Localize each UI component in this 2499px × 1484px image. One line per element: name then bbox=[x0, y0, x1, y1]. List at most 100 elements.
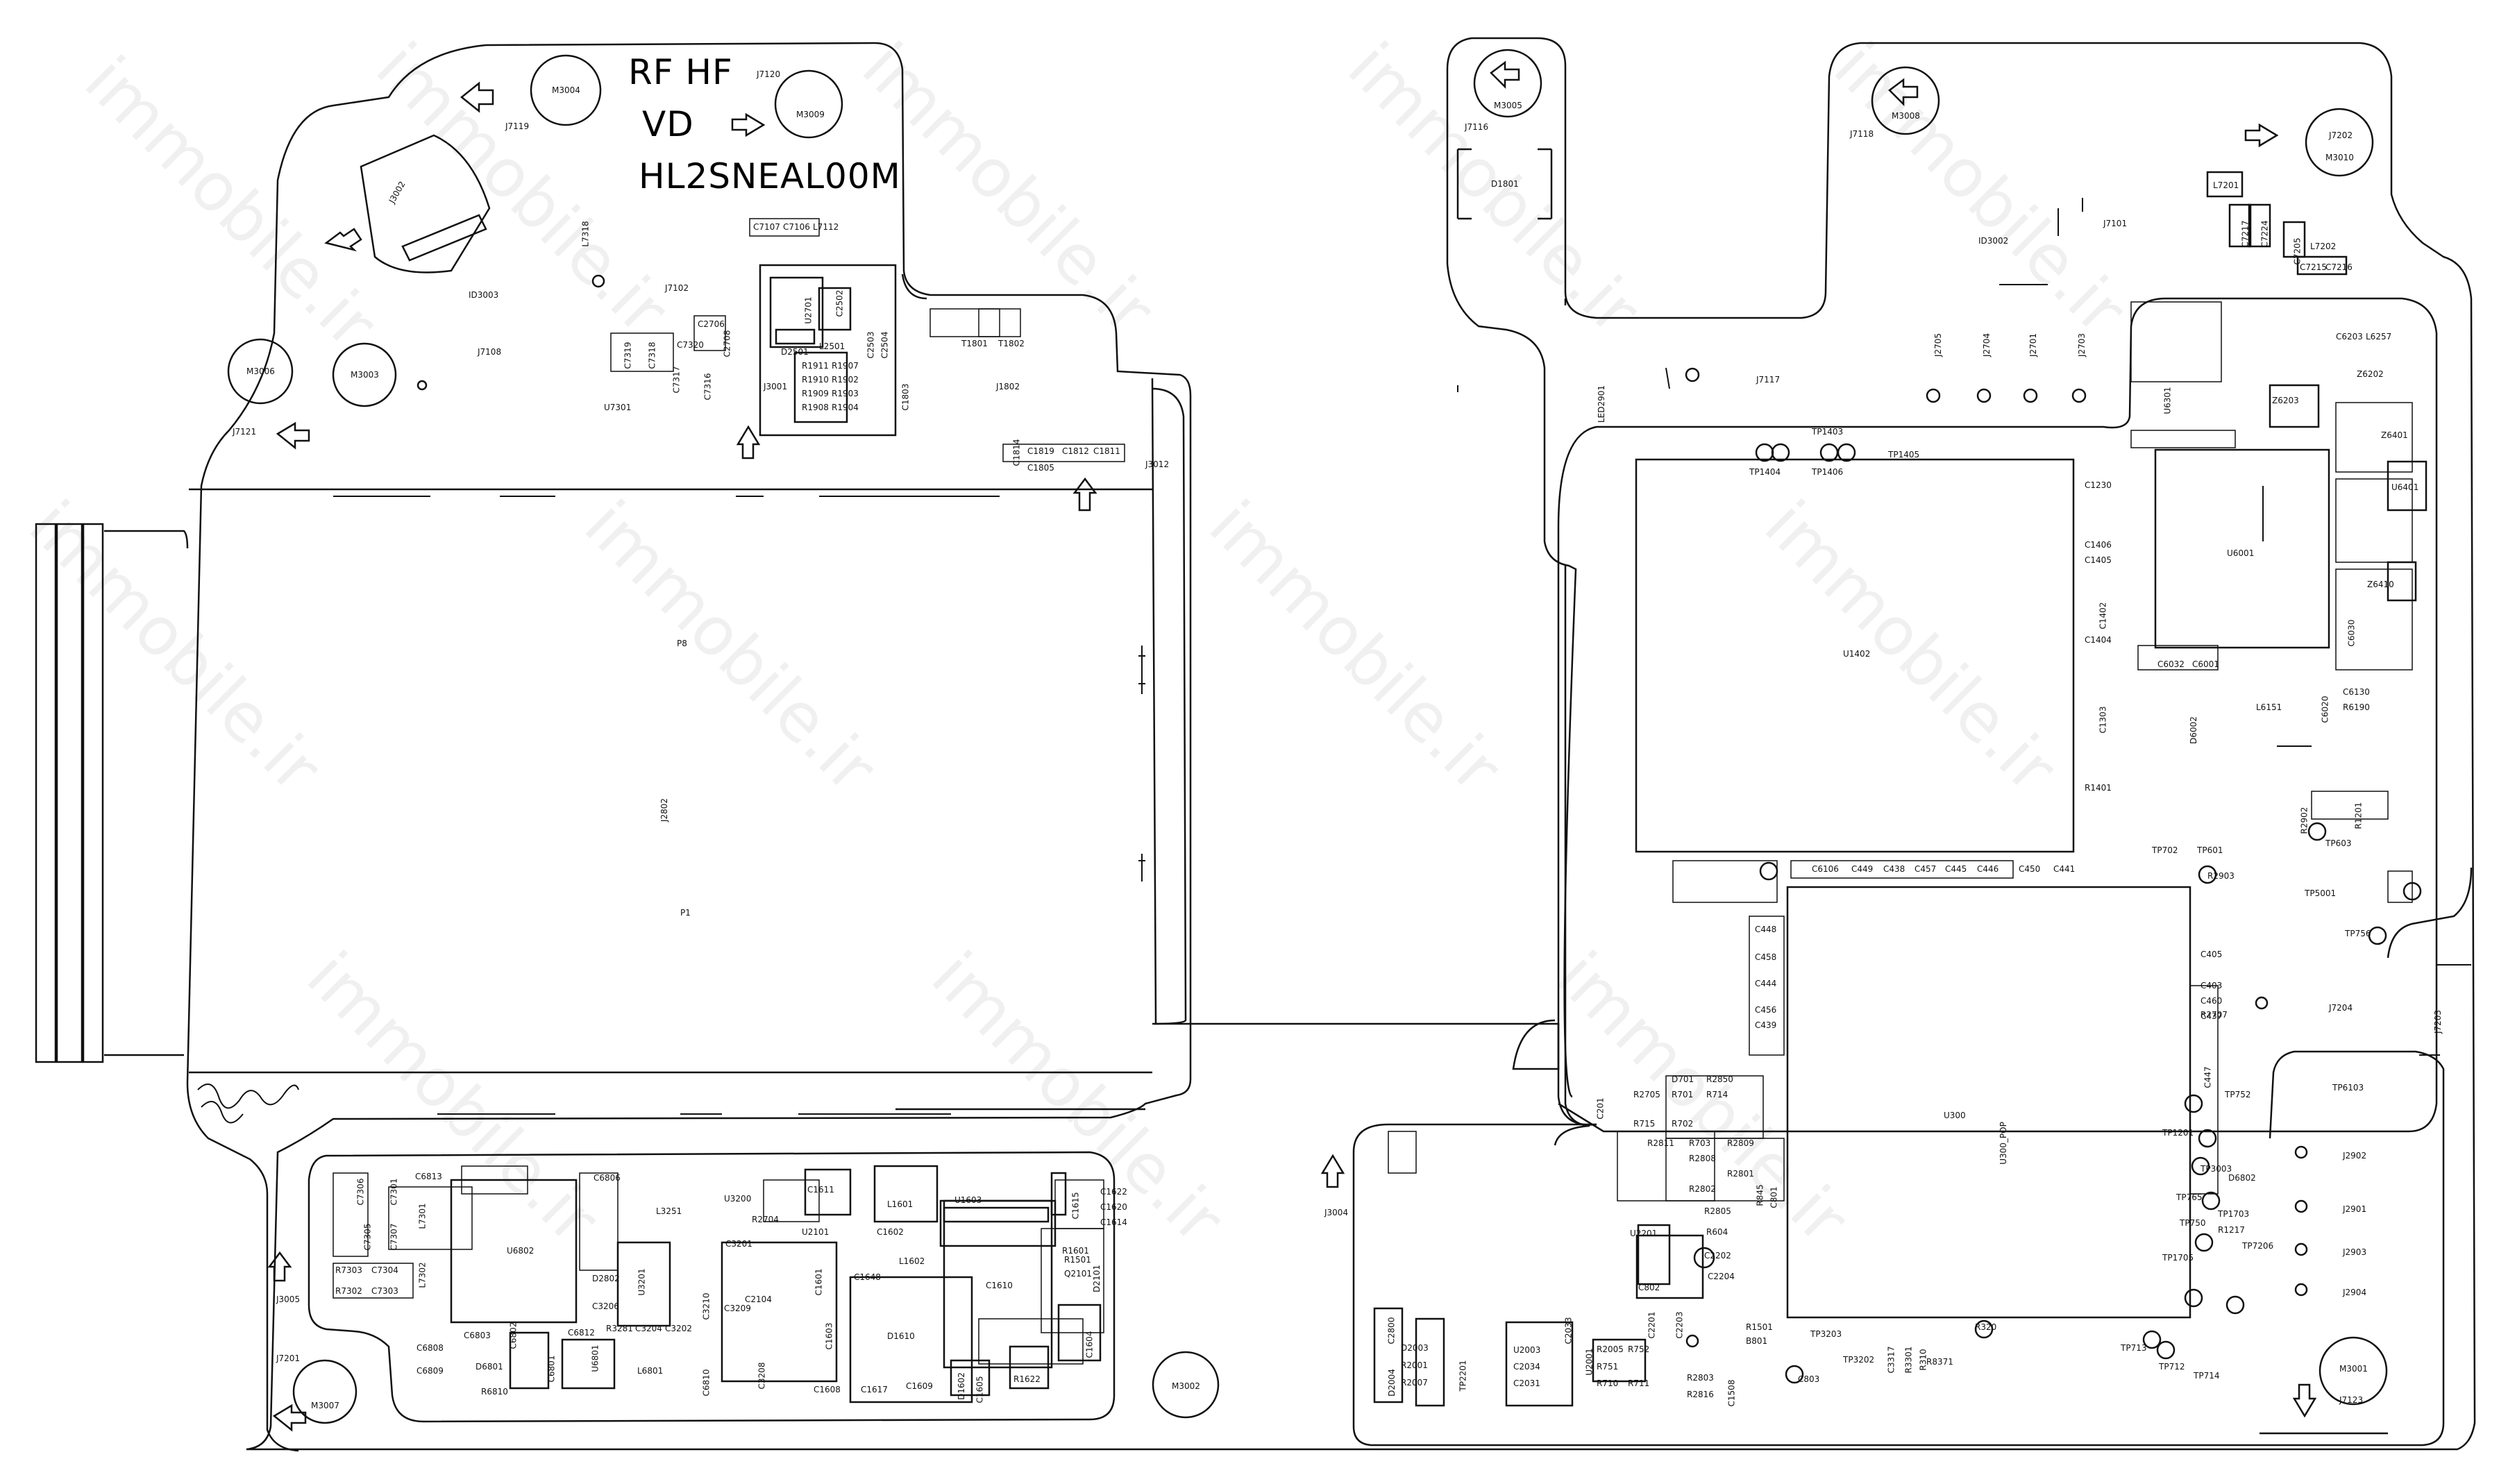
part-label: C441 bbox=[2053, 864, 2076, 874]
part-label: R2850 bbox=[1706, 1074, 1733, 1084]
part-label: U2101 bbox=[802, 1227, 830, 1237]
part-label: Q2101 bbox=[1064, 1269, 1092, 1279]
part-label: D2101 bbox=[1091, 1265, 1102, 1292]
watermark-7: immobile.ir bbox=[569, 486, 891, 807]
part-label: LED2901 bbox=[1597, 385, 1607, 423]
part-label: T1801 bbox=[961, 339, 988, 348]
part-label: C1602 bbox=[877, 1227, 904, 1237]
part-label: TP1705 bbox=[2162, 1253, 2194, 1263]
mount-m3010 bbox=[2305, 108, 2374, 177]
right-board-outline bbox=[1444, 37, 2476, 1451]
mount-m3006 bbox=[227, 338, 294, 405]
part-label: R2704 bbox=[752, 1215, 779, 1224]
part-label: C2034 bbox=[1513, 1362, 1540, 1372]
part-label: R1903 bbox=[832, 389, 859, 398]
connector-label: J7204 bbox=[2329, 1003, 2353, 1013]
part-label: C444 bbox=[1755, 979, 1777, 988]
part-label: U300 bbox=[1944, 1111, 1966, 1120]
part-label: R711 bbox=[1628, 1378, 1650, 1388]
part-label: R1907 bbox=[832, 361, 859, 371]
connector-label: J7120 bbox=[757, 69, 781, 79]
part-label: Z6202 bbox=[2357, 369, 2384, 379]
connector-label: J2903 bbox=[2343, 1247, 2367, 1257]
part-label: C801 bbox=[1769, 1186, 1779, 1208]
part-label: L6257 bbox=[2366, 332, 2392, 342]
part-label: R1904 bbox=[832, 403, 859, 412]
part-label: L3251 bbox=[656, 1206, 682, 1216]
part-label: TP1404 bbox=[1749, 467, 1781, 477]
part-label: R1902 bbox=[832, 375, 859, 385]
part-label: R3281 bbox=[606, 1324, 633, 1333]
part-label: C7217 bbox=[2240, 220, 2250, 248]
part-label: TP765 bbox=[2176, 1192, 2203, 1202]
connector-label: J7108 bbox=[478, 347, 502, 357]
part-label: U1402 bbox=[1843, 649, 1871, 659]
mount-label: M3002 bbox=[1172, 1381, 1200, 1391]
part-label: R2001 bbox=[1401, 1360, 1428, 1370]
part-label: R2816 bbox=[1687, 1390, 1714, 1399]
part-label: TP756 bbox=[2345, 929, 2371, 938]
part-label: L7202 bbox=[2310, 242, 2337, 251]
part-label: L7112 bbox=[813, 222, 839, 232]
part-label: TP5001 bbox=[2305, 888, 2337, 898]
part-label: TP712 bbox=[2159, 1362, 2185, 1372]
part-label: C439 bbox=[1755, 1020, 1777, 1030]
part-label: Z6203 bbox=[2272, 396, 2299, 405]
left-board-outline bbox=[246, 42, 1444, 1451]
part-label: TP1703 bbox=[2218, 1209, 2250, 1219]
part-label: L2501 bbox=[819, 342, 845, 351]
part-label: U6801 bbox=[590, 1344, 600, 1372]
part-label: R703 bbox=[1689, 1138, 1711, 1148]
part-label: D1610 bbox=[887, 1331, 915, 1341]
watermark-1: immobile.ir bbox=[69, 42, 392, 363]
part-label: TP3003 bbox=[2201, 1164, 2232, 1174]
part-label: C1609 bbox=[906, 1381, 933, 1391]
part-label: C7106 bbox=[783, 222, 810, 232]
part-label: D2004 bbox=[1386, 1369, 1397, 1397]
part-label: TP6103 bbox=[2332, 1083, 2364, 1093]
part-label: C437 bbox=[2201, 1011, 2223, 1021]
part-label: C803 bbox=[1798, 1374, 1820, 1384]
part-label: C7306 bbox=[355, 1178, 366, 1206]
part-label: R6190 bbox=[2343, 702, 2370, 712]
mount-m3005 bbox=[1473, 49, 1542, 118]
part-label: C405 bbox=[2201, 950, 2223, 959]
watermark-6: immobile.ir bbox=[14, 486, 336, 807]
part-label: L7302 bbox=[417, 1262, 428, 1288]
part-label: C1230 bbox=[2085, 480, 2112, 490]
mount-m3009 bbox=[774, 69, 843, 139]
part-label: U7301 bbox=[604, 403, 632, 412]
part-label: C3201 bbox=[725, 1239, 752, 1249]
part-label: C1402 bbox=[2098, 602, 2108, 630]
connector-label: J2705 bbox=[1933, 332, 1944, 357]
part-label: R2005 bbox=[1597, 1344, 1624, 1354]
part-label: U6401 bbox=[2391, 482, 2419, 492]
part-label: R1910 bbox=[802, 375, 829, 385]
part-label: L6801 bbox=[637, 1366, 664, 1376]
part-label: R320 bbox=[1975, 1322, 1997, 1332]
part-label: TP1403 bbox=[1812, 427, 1844, 437]
part-label: B801 bbox=[1746, 1336, 1768, 1346]
part-label: R751 bbox=[1597, 1362, 1619, 1372]
part-label: U2001 bbox=[1584, 1348, 1595, 1376]
watermark-12: immobile.ir bbox=[1541, 937, 1863, 1258]
part-label: ID3003 bbox=[469, 290, 499, 300]
part-label: C2708 bbox=[722, 330, 732, 357]
part-label: D701 bbox=[1672, 1074, 1694, 1084]
connector-label: J7101 bbox=[2103, 219, 2128, 228]
part-label: TP601 bbox=[2197, 845, 2223, 855]
connector-label: J2703 bbox=[2077, 332, 2087, 357]
part-label: C1611 bbox=[807, 1185, 834, 1195]
part-label: C1803 bbox=[900, 383, 911, 411]
part-label: C1508 bbox=[1726, 1379, 1737, 1407]
part-label: C6203 bbox=[2336, 332, 2363, 342]
connector-label: J7116 bbox=[1465, 122, 1489, 132]
part-label: R2811 bbox=[1647, 1138, 1674, 1148]
part-label: C1404 bbox=[2085, 635, 2112, 645]
part-label: TP713 bbox=[2121, 1343, 2147, 1353]
part-label: R1909 bbox=[802, 389, 829, 398]
part-label: C3202 bbox=[665, 1324, 692, 1333]
part-label: C7224 bbox=[2260, 220, 2270, 248]
part-label: C7216 bbox=[2325, 262, 2353, 272]
part-label: R2801 bbox=[1727, 1169, 1754, 1179]
